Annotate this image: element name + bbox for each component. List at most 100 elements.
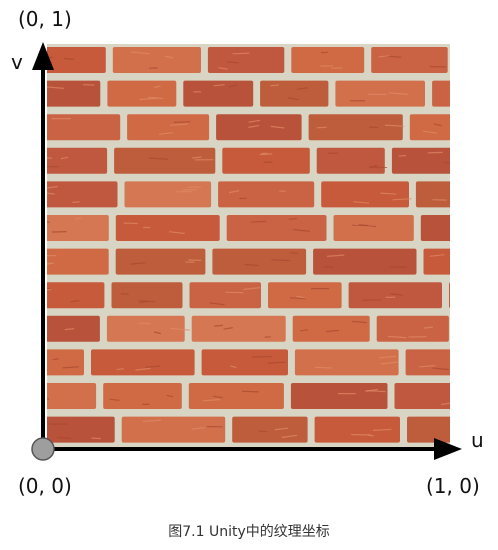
brick	[47, 114, 121, 141]
brick-texture-mark	[138, 300, 156, 303]
brick-texture-mark	[344, 455, 362, 457]
brick-texture-mark	[47, 287, 51, 290]
brick-texture-mark	[296, 295, 306, 299]
brick-texture-mark	[326, 500, 339, 502]
brick-texture-mark	[47, 192, 55, 195]
brick-texture-mark	[352, 320, 368, 324]
brick-texture-mark	[368, 126, 379, 129]
brick-texture-mark	[458, 363, 472, 365]
brick-texture-mark	[84, 465, 101, 466]
brick-texture-mark	[267, 361, 286, 364]
brick	[268, 282, 342, 309]
brick	[47, 248, 109, 275]
brick-texture-mark	[223, 327, 233, 330]
brick-texture-mark	[75, 217, 82, 220]
brick	[316, 147, 385, 174]
brick-texture-mark	[327, 254, 345, 257]
brick-texture-mark	[483, 256, 491, 257]
brick-texture-mark	[243, 287, 260, 291]
brick-texture-mark	[47, 185, 58, 189]
brick-texture-mark	[482, 233, 498, 234]
brick-texture-mark	[170, 123, 188, 126]
brick-texture-mark	[139, 97, 158, 101]
brick	[95, 484, 188, 510]
brick-texture-mark	[232, 52, 250, 55]
brick-texture-mark	[162, 454, 180, 455]
brick	[409, 114, 450, 141]
brick-texture-mark	[454, 190, 460, 192]
brick-texture-mark	[281, 434, 298, 438]
brick-texture-mark	[120, 488, 138, 489]
brick	[405, 349, 450, 376]
brick-texture-mark	[432, 367, 449, 371]
brick-texture-mark	[173, 121, 191, 123]
brick	[432, 80, 450, 107]
brick	[348, 282, 442, 309]
brick	[115, 215, 220, 241]
brick-texture-mark	[378, 55, 390, 58]
brick-texture-mark	[244, 263, 259, 267]
brick	[291, 47, 365, 73]
brick	[47, 282, 105, 309]
brick	[260, 80, 329, 107]
brick-texture-mark	[213, 395, 223, 399]
brick-texture-mark	[153, 85, 161, 89]
brick	[212, 248, 307, 275]
brick-texture-mark	[258, 502, 275, 504]
brick-texture-mark	[47, 398, 50, 400]
brick	[333, 215, 414, 241]
brick-texture-mark	[456, 397, 463, 398]
brick-texture-mark	[130, 51, 150, 55]
brick-texture-mark	[478, 422, 495, 423]
brick	[47, 383, 97, 409]
brick	[47, 416, 115, 443]
brick	[91, 349, 195, 376]
brick-texture-mark	[192, 156, 202, 159]
brick-texture-mark	[142, 419, 162, 423]
brick-texture-mark	[166, 394, 174, 398]
brick-wall-texture	[0, 44, 498, 510]
u-end-label: (1, 0)	[426, 474, 480, 498]
brick-texture-mark	[0, 490, 16, 492]
brick-texture-mark	[214, 324, 223, 327]
brick-texture-mark	[418, 365, 436, 368]
brick	[407, 416, 450, 443]
brick-texture-mark	[164, 55, 174, 59]
brick	[292, 315, 370, 342]
brick	[103, 383, 182, 409]
brick	[294, 349, 399, 376]
brick	[391, 147, 450, 174]
brick-texture-mark	[353, 201, 370, 204]
brick-texture-mark	[154, 493, 165, 494]
brick-texture-mark	[60, 156, 69, 160]
origin-label: (0, 0)	[18, 474, 72, 498]
brick	[121, 416, 226, 443]
brick-texture-mark	[169, 327, 190, 331]
v-end-label: (0, 1)	[18, 7, 72, 31]
brick	[201, 349, 288, 376]
brick	[321, 181, 409, 208]
brick-texture-mark	[228, 190, 240, 194]
brick-texture-mark	[213, 84, 225, 87]
brick-texture-mark	[62, 366, 80, 369]
brick-texture-mark	[459, 226, 470, 227]
brick-texture-mark	[368, 164, 378, 169]
brick	[125, 450, 218, 476]
brick	[112, 47, 201, 73]
brick-layer	[0, 47, 498, 510]
brick	[314, 416, 400, 443]
brick-texture-mark	[466, 391, 472, 392]
brick-texture-mark	[440, 471, 459, 473]
brick-texture-mark	[422, 130, 437, 134]
brick-texture-mark	[293, 228, 311, 232]
brick-texture-mark	[191, 426, 205, 430]
brick	[188, 383, 284, 409]
brick-texture-mark	[138, 322, 152, 325]
brick	[114, 147, 216, 174]
brick-texture-mark	[323, 266, 334, 268]
brick	[222, 147, 310, 174]
brick	[115, 248, 206, 275]
brick	[308, 114, 403, 141]
brick-texture-mark	[250, 220, 267, 223]
brick	[47, 147, 108, 174]
